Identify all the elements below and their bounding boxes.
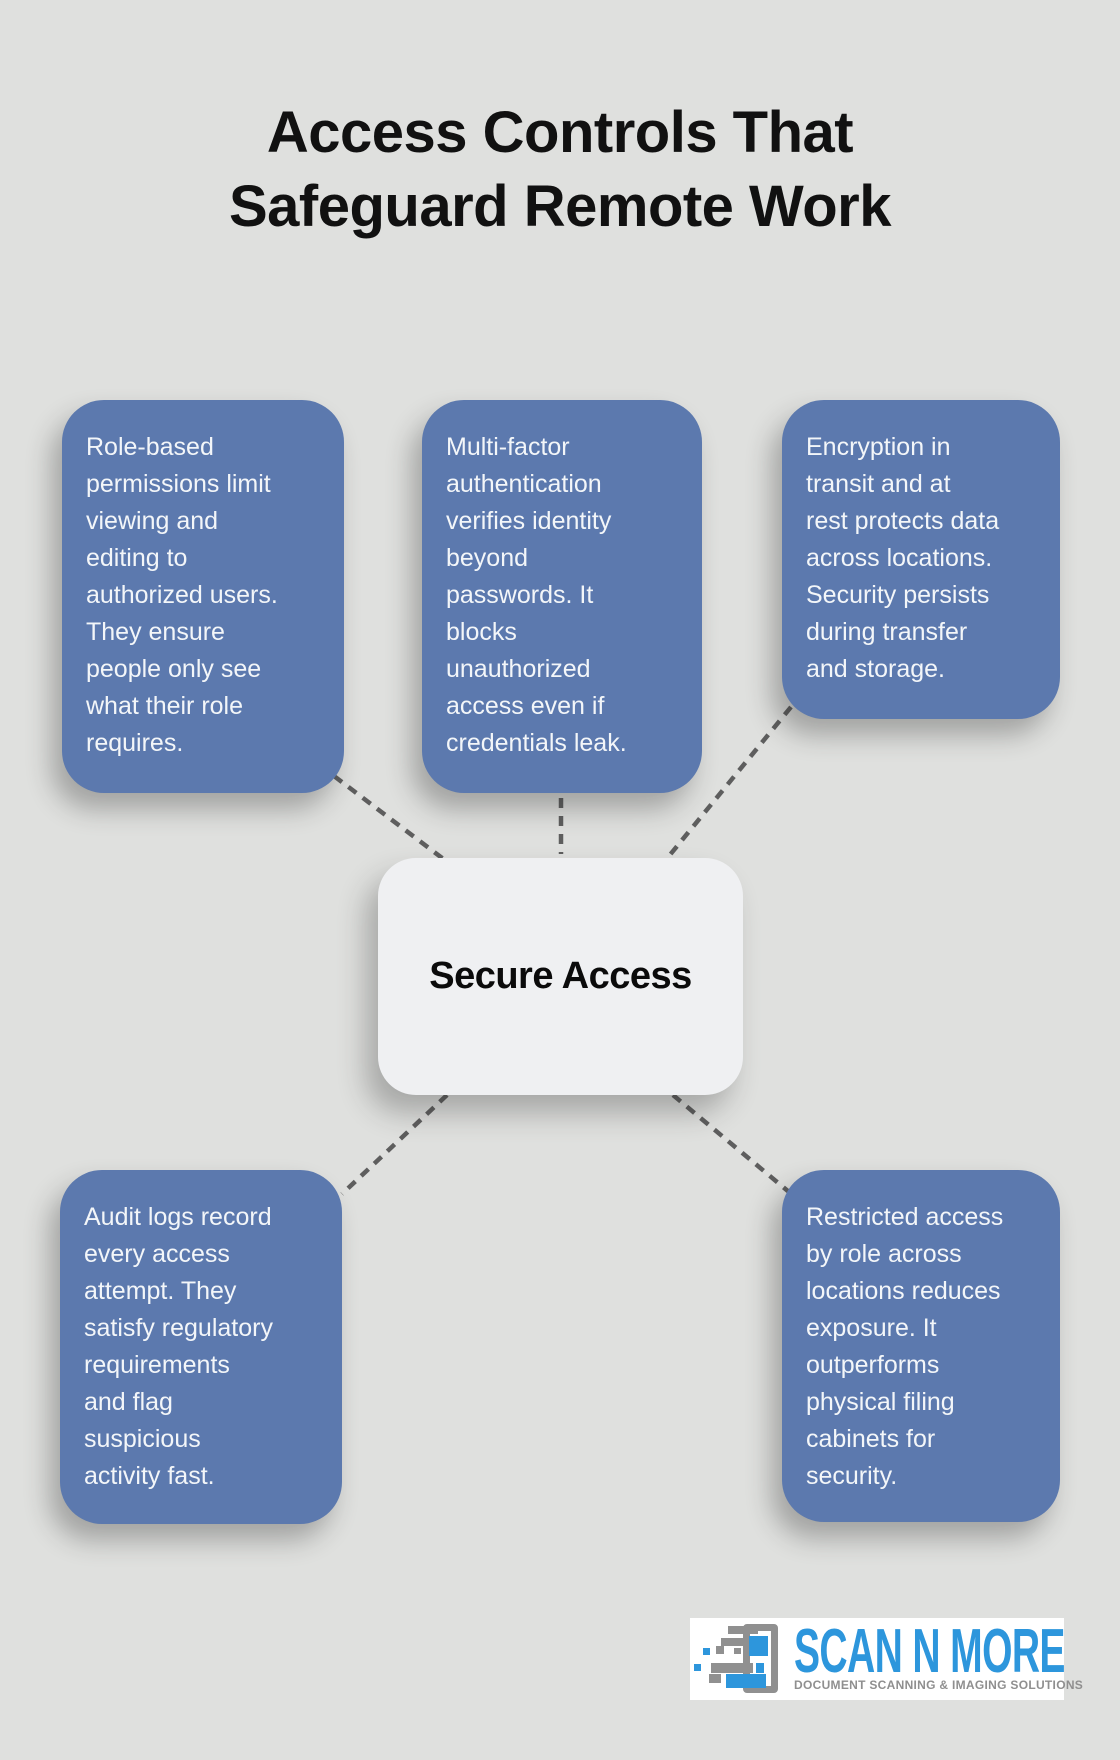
connector-role-permissions bbox=[332, 774, 448, 863]
card-multi-factor-authentication: Multi-factor authentication verifies ide… bbox=[422, 400, 702, 793]
logo-scan-n-more: SCAN N MORE DOCUMENT SCANNING & IMAGING … bbox=[690, 1616, 1083, 1700]
scanner-document-icon bbox=[694, 1623, 782, 1695]
logo-tagline: DOCUMENT SCANNING & IMAGING SOLUTIONS bbox=[794, 1677, 1084, 1692]
card-audit-logs: Audit logs record every access attempt. … bbox=[60, 1170, 342, 1524]
center-node-label: Secure Access bbox=[429, 955, 692, 997]
connector-restricted bbox=[671, 1093, 791, 1194]
center-node-secure-access: Secure Access bbox=[378, 858, 743, 1095]
connector-audit-logs bbox=[340, 1093, 449, 1196]
card-role-based-permissions: Role-based permissions limit viewing and… bbox=[62, 400, 344, 793]
connector-encryption bbox=[667, 705, 793, 858]
page-title: Access Controls That Safeguard Remote Wo… bbox=[228, 100, 892, 240]
card-encryption: Encryption in transit and at rest protec… bbox=[782, 400, 1060, 719]
logo-name: SCAN N MORE bbox=[794, 1616, 1065, 1686]
card-restricted-access: Restricted access by role across locatio… bbox=[782, 1170, 1060, 1522]
